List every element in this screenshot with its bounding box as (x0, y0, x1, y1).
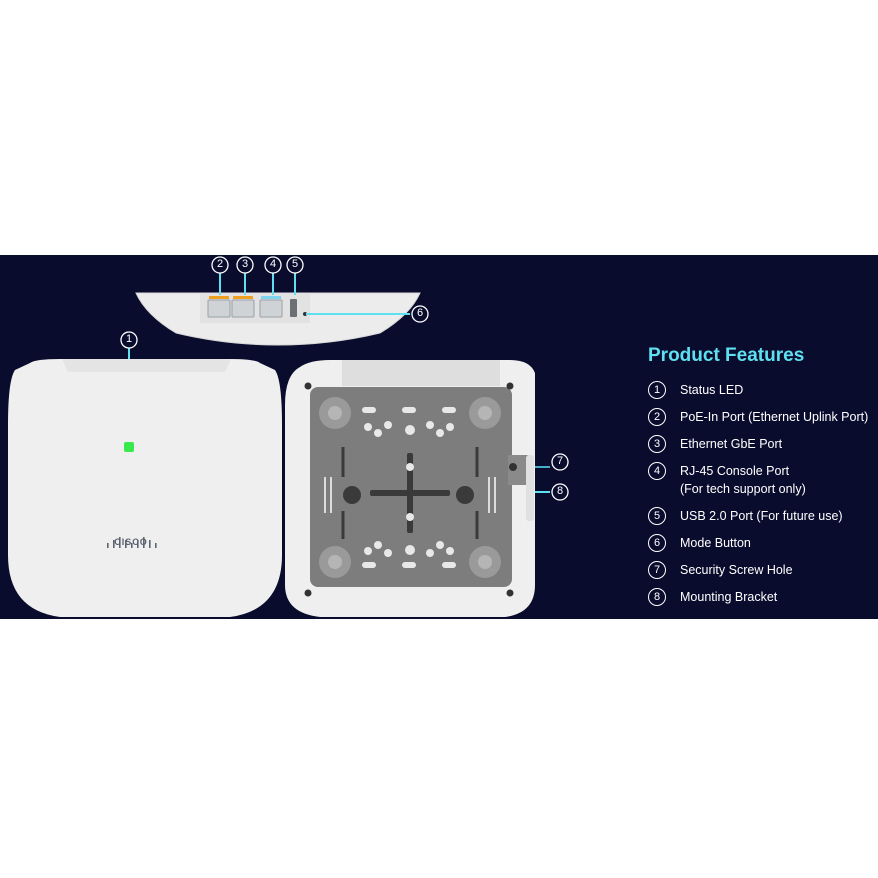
callout-5: 5 (291, 258, 299, 270)
callout-2: 2 (216, 258, 224, 270)
callout-1: 1 (125, 333, 133, 345)
feature-label: PoE-In Port (Ethernet Uplink Port) (680, 410, 869, 424)
cisco-bars-icon (107, 537, 157, 548)
feature-label: RJ-45 Console Port (680, 464, 790, 478)
feature-item: 8 Mounting Bracket (648, 588, 878, 606)
callout-3: 3 (241, 258, 249, 270)
feature-label: USB 2.0 Port (For future use) (680, 509, 843, 523)
feature-item: 3 Ethernet GbE Port (648, 435, 878, 453)
feature-label: Mode Button (680, 536, 751, 550)
feature-label: Mounting Bracket (680, 590, 778, 604)
back-view-device (285, 360, 535, 617)
feature-sublabel: (For tech support only) (680, 482, 806, 496)
feature-number: 7 (648, 561, 666, 579)
side-view-device (135, 292, 421, 346)
front-view-device (8, 359, 282, 617)
feature-number: 4 (648, 462, 666, 480)
product-illustration (8, 256, 569, 617)
product-banner: 2 3 4 5 6 1 7 8 CISCO Product Features 1 (0, 255, 878, 619)
callout-7: 7 (556, 455, 564, 467)
feature-item: 6 Mode Button (648, 534, 878, 552)
status-led (124, 442, 134, 452)
cisco-wordmark: CISCO (114, 537, 148, 547)
feature-item: 2 PoE-In Port (Ethernet Uplink Port) (648, 408, 878, 426)
feature-number: 8 (648, 588, 666, 606)
product-features-panel: Product Features 1 Status LED 2 PoE-In P… (648, 345, 878, 615)
features-title: Product Features (648, 345, 805, 366)
feature-number: 3 (648, 435, 666, 453)
feature-label: Security Screw Hole (680, 563, 793, 577)
poe-port (207, 299, 231, 318)
console-port (259, 299, 283, 318)
feature-item: 5 USB 2.0 Port (For future use) (648, 507, 878, 525)
feature-number: 6 (648, 534, 666, 552)
usb-port (290, 299, 297, 317)
cisco-logo: CISCO (101, 537, 161, 548)
ethernet-port (231, 299, 255, 318)
feature-item: 1 Status LED (648, 381, 878, 399)
callout-4: 4 (269, 258, 277, 270)
feature-label: Status LED (680, 383, 744, 397)
feature-number: 5 (648, 507, 666, 525)
feature-item: 4 RJ-45 Console Port (For tech support o… (648, 462, 878, 498)
feature-label: Ethernet GbE Port (680, 437, 783, 451)
feature-item: 7 Security Screw Hole (648, 561, 878, 579)
feature-number: 1 (648, 381, 666, 399)
security-screw-hole (509, 463, 517, 471)
callout-8: 8 (556, 485, 564, 497)
callout-6: 6 (416, 307, 424, 319)
feature-number: 2 (648, 408, 666, 426)
